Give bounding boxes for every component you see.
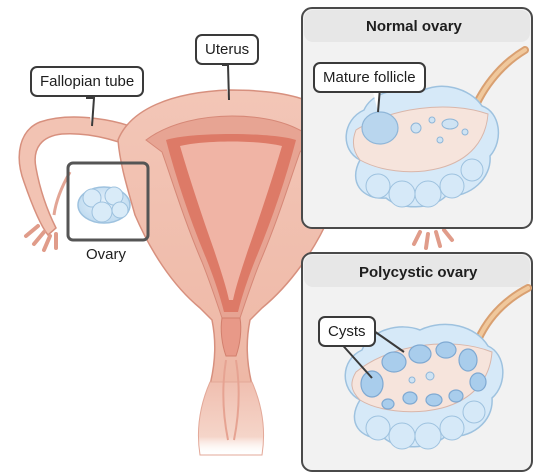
uterus-body	[118, 90, 330, 385]
mature-follicle-callout: Mature follicle	[313, 62, 426, 93]
right-fimbriae	[414, 230, 452, 248]
vagina	[198, 382, 263, 455]
polycystic-ovary-title: Polycystic ovary	[359, 264, 477, 281]
ovary-label: Ovary	[86, 246, 126, 263]
fallopian-tube-callout: Fallopian tube	[30, 66, 144, 97]
normal-ovary-panel	[302, 8, 532, 228]
uterus-callout: Uterus	[195, 34, 259, 65]
cysts-callout: Cysts	[318, 316, 376, 347]
polycystic-ovary-panel	[302, 253, 532, 471]
left-ovary	[78, 187, 130, 223]
normal-ovary-title: Normal ovary	[366, 18, 462, 35]
